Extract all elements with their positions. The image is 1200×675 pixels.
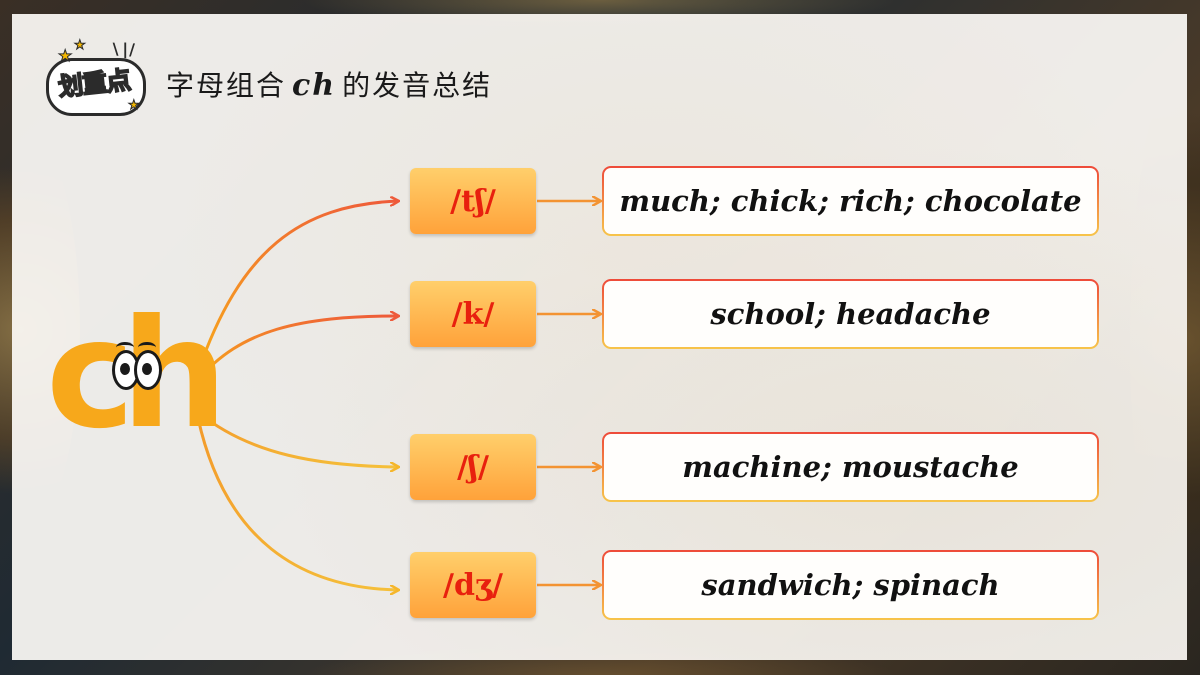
eyebrow-icon xyxy=(116,342,134,353)
star-icon: ★ xyxy=(57,46,73,66)
arrow-to-dzh xyxy=(196,417,398,590)
phoneme-box: /dʒ/ xyxy=(410,552,536,618)
title-letters: ch xyxy=(292,68,337,103)
phoneme-box: /ʃ/ xyxy=(410,434,536,500)
phoneme-box: /tʃ/ xyxy=(410,168,536,234)
example-words-box: school; headache xyxy=(602,279,1099,349)
example-words-box: sandwich; spinach xyxy=(602,550,1099,620)
example-words: sandwich; spinach xyxy=(604,552,1097,618)
title-suffix: 的发音总结 xyxy=(342,69,493,102)
arrow-to-tsh xyxy=(196,201,398,373)
example-words: school; headache xyxy=(604,281,1097,347)
arrow-to-k xyxy=(196,316,398,381)
eyebrow-icon xyxy=(138,342,156,353)
star-icon: ★ xyxy=(74,38,87,54)
spark-icon: ∖∣∕ xyxy=(110,40,135,59)
example-words: much; chick; rich; chocolate xyxy=(604,168,1097,234)
key-point-badge: ★ ★ ★ ∖∣∕ 划重点 xyxy=(40,38,146,120)
example-words-box: machine; moustache xyxy=(602,432,1099,502)
example-words-box: much; chick; rich; chocolate xyxy=(602,166,1099,236)
eye-icon xyxy=(134,350,162,390)
phoneme-box: /k/ xyxy=(410,281,536,347)
title-prefix: 字母组合 xyxy=(166,69,287,102)
star-icon: ★ xyxy=(128,98,141,114)
badge-cloud xyxy=(46,58,146,116)
arrow-to-sh xyxy=(197,410,398,467)
example-words: machine; moustache xyxy=(604,434,1097,500)
